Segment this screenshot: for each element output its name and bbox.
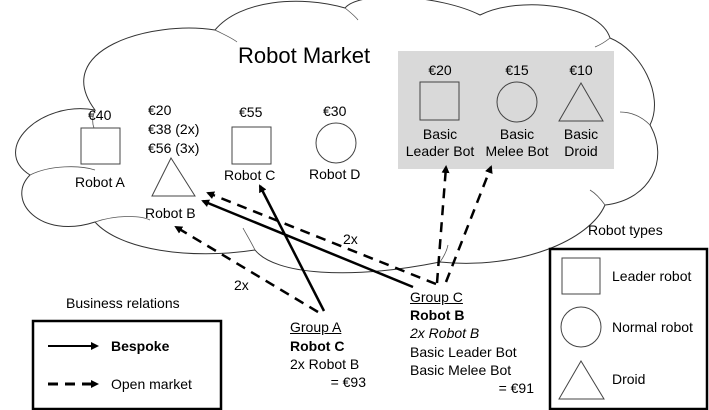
robot-a-label: Robot A [75,174,125,190]
group-c-label: Group C [410,289,463,305]
group-a-label: Group A [290,319,342,335]
basic-droid-price: €10 [569,62,593,78]
group-c-total: = €91 [498,380,534,396]
robot-a-square-icon [80,127,121,165]
robot-d-label: Robot D [309,166,361,182]
group-c-line-2: Basic Melee Bot [410,362,512,378]
group-a-line-1: 2x Robot B [290,356,360,372]
legend-leader-label: Leader robot [612,268,692,284]
robot-d-circle-icon [315,122,357,164]
legend-circle-icon [560,306,602,348]
legend-normal-label: Normal robot [612,319,693,335]
basic-melee-label-2: Melee Bot [485,143,549,159]
robot-b-triangle-icon [151,156,196,197]
legend-triangle-icon [558,360,605,400]
legend-open-market-label: Open market [111,376,192,392]
basic-robots-panel [398,51,614,169]
group-c-italic-line: 2x Robot B [410,325,480,341]
basic-droid-label-2: Droid [564,143,598,159]
edge-groupc-robotb-open [206,191,437,286]
robot-d-price: €30 [323,103,347,119]
robot-b-price-3: €56 (3x) [148,140,200,156]
basic-leader-label-2: Leader Bot [405,143,475,159]
robot-c-price: €55 [239,104,263,120]
market-title: Robot Market [238,43,371,68]
legend-droid-label: Droid [612,371,646,387]
business-relations-legend-box [31,319,223,410]
group-a-total: = €93 [330,374,366,390]
basic-melee-label-1: Basic [499,126,535,142]
legend-square-icon [561,257,601,295]
robot-c-label: Robot C [224,167,276,183]
robot-b-price-2: €38 (2x) [148,121,200,137]
group-c-line-1: Basic Leader Bot [410,344,517,360]
edge-groupa-robotb-open [174,225,319,314]
edge-label-groupa-2x: 2x [234,277,249,293]
basic-leader-price: €20 [428,62,452,78]
basic-droid-triangle-icon [558,82,604,122]
group-a-leader: Robot C [290,338,345,354]
edge-groupc-basic-melee-open [444,165,493,283]
basic-melee-bot-circle-icon [496,81,538,123]
robot-b-price-1: €20 [148,102,172,118]
group-c-leader: Robot B [410,307,465,323]
basic-melee-price: €15 [505,62,529,78]
legend-bespoke-label: Bespoke [111,338,170,354]
edge-groupc-robotb-bespoke [201,199,414,289]
relations-legend-title: Business relations [66,295,180,311]
types-legend-title: Robot types [588,222,663,238]
edge-label-groupc-2x: 2x [343,231,358,247]
robot-c-square-icon [231,126,272,165]
basic-leader-label-1: Basic [422,126,458,142]
robot-a-price: €40 [88,107,112,123]
basic-droid-label-1: Basic [563,126,599,142]
edge-groupc-basic-leader-open [435,165,450,284]
robot-b-label: Robot B [145,205,196,221]
edge-groupa-robotc-bespoke [258,184,326,312]
basic-leader-bot-square-icon [419,81,460,121]
